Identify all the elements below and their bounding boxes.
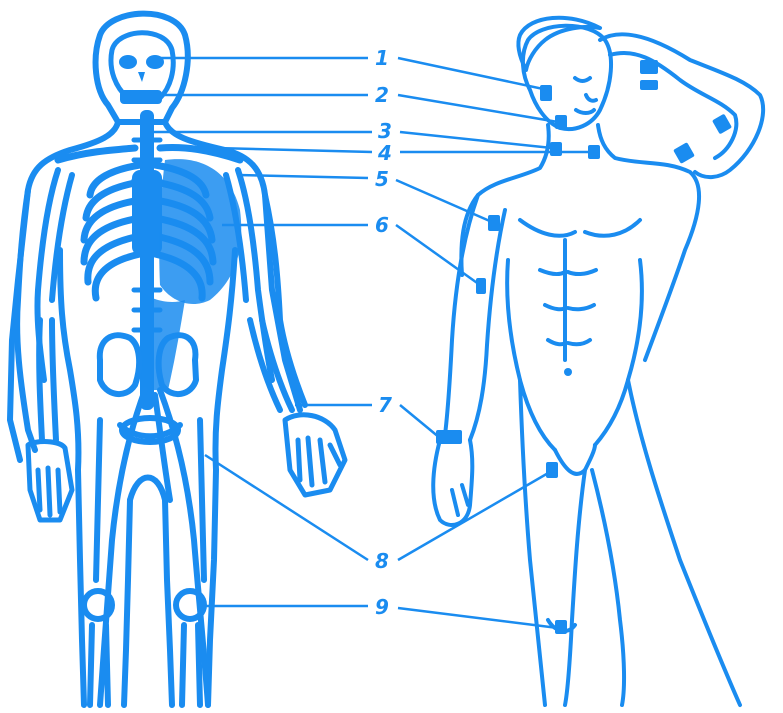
right-arm-bones: [226, 170, 292, 410]
label-3: 3: [378, 119, 392, 143]
marker-brachial: [476, 278, 486, 294]
marker-axillary: [488, 215, 500, 231]
marker-femoral: [546, 462, 558, 478]
label-9: 9: [375, 595, 389, 619]
marker-arm-upper-1: [640, 60, 658, 74]
left-arm-bones: [37, 170, 72, 440]
label-6: 6: [375, 213, 389, 237]
label-4: 4: [377, 141, 392, 165]
skeleton-figure: [10, 14, 345, 705]
man-legs: [520, 380, 740, 705]
marker-arm-upper-2: [640, 80, 658, 90]
man-torso: [461, 125, 699, 474]
label-2: 2: [375, 83, 389, 107]
man-head: [518, 18, 611, 129]
left-hand: [28, 442, 72, 520]
pulse-markers: [436, 60, 732, 634]
label-1: 1: [375, 46, 389, 70]
man-figure: [433, 18, 763, 705]
label-8: 8: [375, 549, 389, 573]
right-hand: [285, 415, 345, 495]
marker-arm-upper-4: [673, 142, 695, 164]
label-7: 7: [378, 393, 392, 417]
number-labels: 1 2 3 4 5 6 7 8 9: [375, 46, 392, 619]
marker-arm-upper-3: [712, 114, 732, 135]
man-left-arm: [433, 195, 505, 525]
skull: [111, 33, 173, 104]
label-5: 5: [375, 167, 389, 191]
